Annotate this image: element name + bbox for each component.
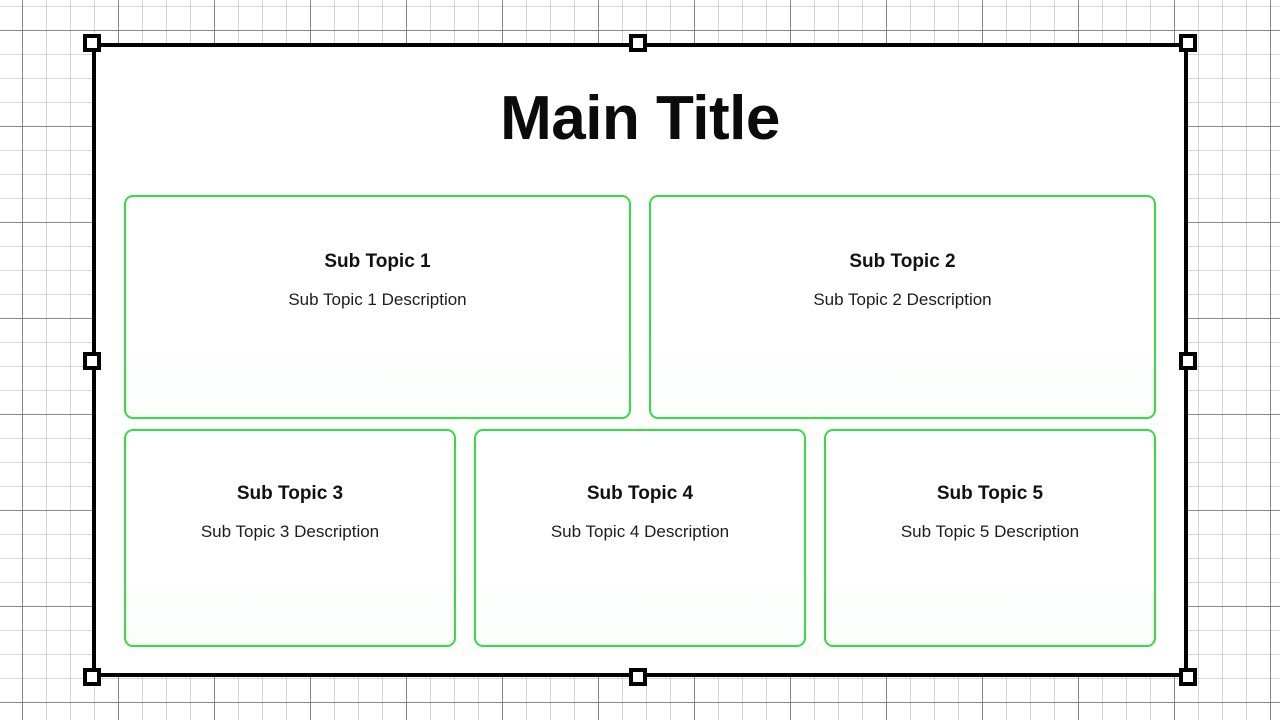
card-title: Sub Topic 5 [936, 483, 1044, 504]
card-title: Sub Topic 1 [324, 251, 431, 272]
slide-surface[interactable]: Main Title Sub Topic 1 Sub Topic 1 Descr… [96, 47, 1184, 673]
resize-handle-n[interactable] [629, 34, 647, 52]
resize-handle-se[interactable] [1179, 668, 1197, 686]
selected-slide-frame[interactable]: Main Title Sub Topic 1 Sub Topic 1 Descr… [92, 43, 1188, 677]
resize-handle-ne[interactable] [1179, 34, 1197, 52]
card-row-top: Sub Topic 1 Sub Topic 1 Description Sub … [124, 195, 1156, 419]
resize-handle-nw[interactable] [83, 34, 101, 52]
resize-handle-sw[interactable] [83, 668, 101, 686]
card-description: Sub Topic 1 Description [288, 289, 467, 309]
card-title: Sub Topic 4 [586, 483, 694, 504]
card-title: Sub Topic 3 [236, 483, 344, 504]
resize-handle-w[interactable] [83, 352, 101, 370]
page-title[interactable]: Main Title [500, 84, 780, 153]
card-sub-topic-5[interactable]: Sub Topic 5 Sub Topic 5 Description [824, 429, 1156, 647]
card-description: Sub Topic 2 Description [813, 289, 992, 309]
card-sub-topic-4[interactable]: Sub Topic 4 Sub Topic 4 Description [474, 429, 806, 647]
card-description: Sub Topic 3 Description [200, 521, 380, 541]
resize-handle-s[interactable] [629, 668, 647, 686]
resize-handle-e[interactable] [1179, 352, 1197, 370]
card-sub-topic-1[interactable]: Sub Topic 1 Sub Topic 1 Description [124, 195, 631, 419]
card-sub-topic-3[interactable]: Sub Topic 3 Sub Topic 3 Description [124, 429, 456, 647]
card-description: Sub Topic 4 Description [550, 521, 730, 541]
card-title: Sub Topic 2 [849, 251, 956, 272]
card-row-bottom: Sub Topic 3 Sub Topic 3 Description Sub … [124, 429, 1156, 647]
card-description: Sub Topic 5 Description [900, 521, 1080, 541]
card-sub-topic-2[interactable]: Sub Topic 2 Sub Topic 2 Description [649, 195, 1156, 419]
